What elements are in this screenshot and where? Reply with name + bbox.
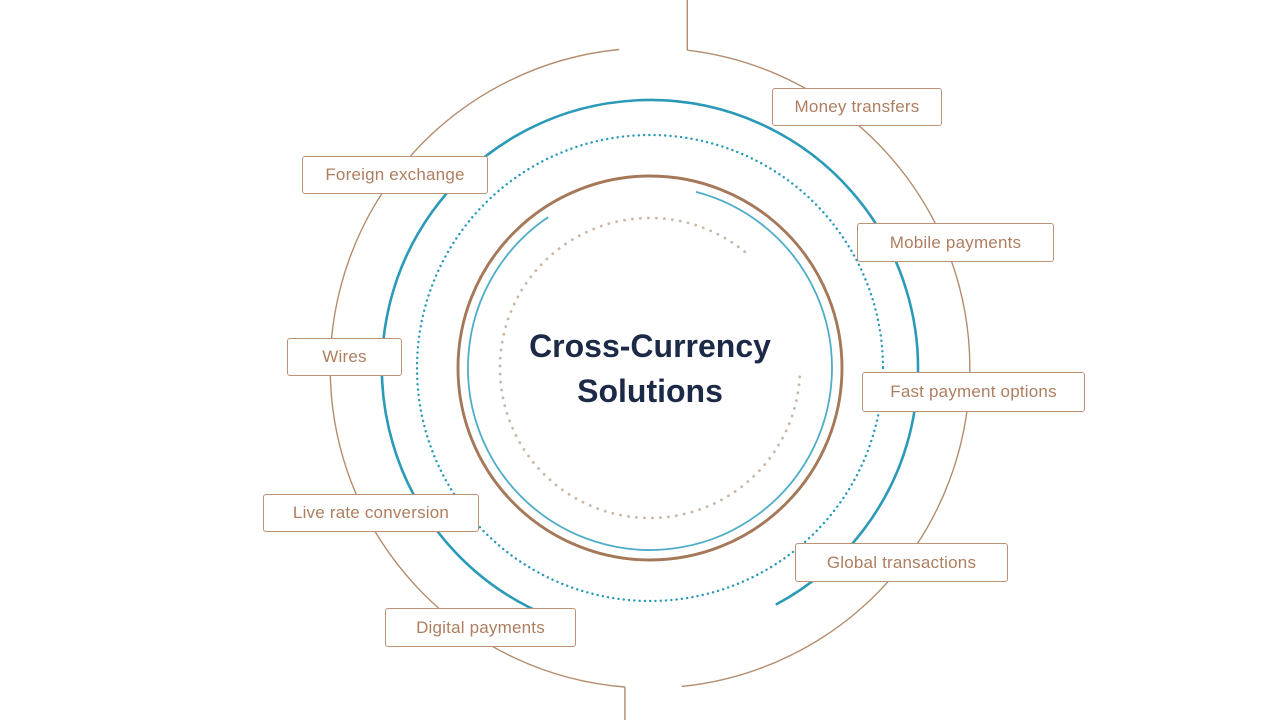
inner-teal-ring	[467, 191, 833, 551]
label-live-rate-conversion: Live rate conversion	[263, 494, 479, 532]
label-wires: Wires	[287, 338, 402, 376]
inner-tan-dotted-ring	[498, 216, 802, 520]
teal-dotted-ring	[415, 133, 885, 603]
label-money-transfers: Money transfers	[772, 88, 942, 126]
diagram-title-line2: Solutions	[577, 373, 723, 409]
label-digital-payments: Digital payments	[385, 608, 576, 647]
label-mobile-payments: Mobile payments	[857, 223, 1054, 262]
teal-ring	[380, 98, 920, 618]
diagram-title: Cross-Currency Solutions	[450, 324, 850, 414]
label-global-transactions: Global transactions	[795, 543, 1008, 582]
diagram-title-line1: Cross-Currency	[529, 328, 771, 364]
brown-ring	[456, 174, 844, 562]
label-fast-payment-options: Fast payment options	[862, 372, 1085, 412]
label-foreign-exchange: Foreign exchange	[302, 156, 488, 194]
